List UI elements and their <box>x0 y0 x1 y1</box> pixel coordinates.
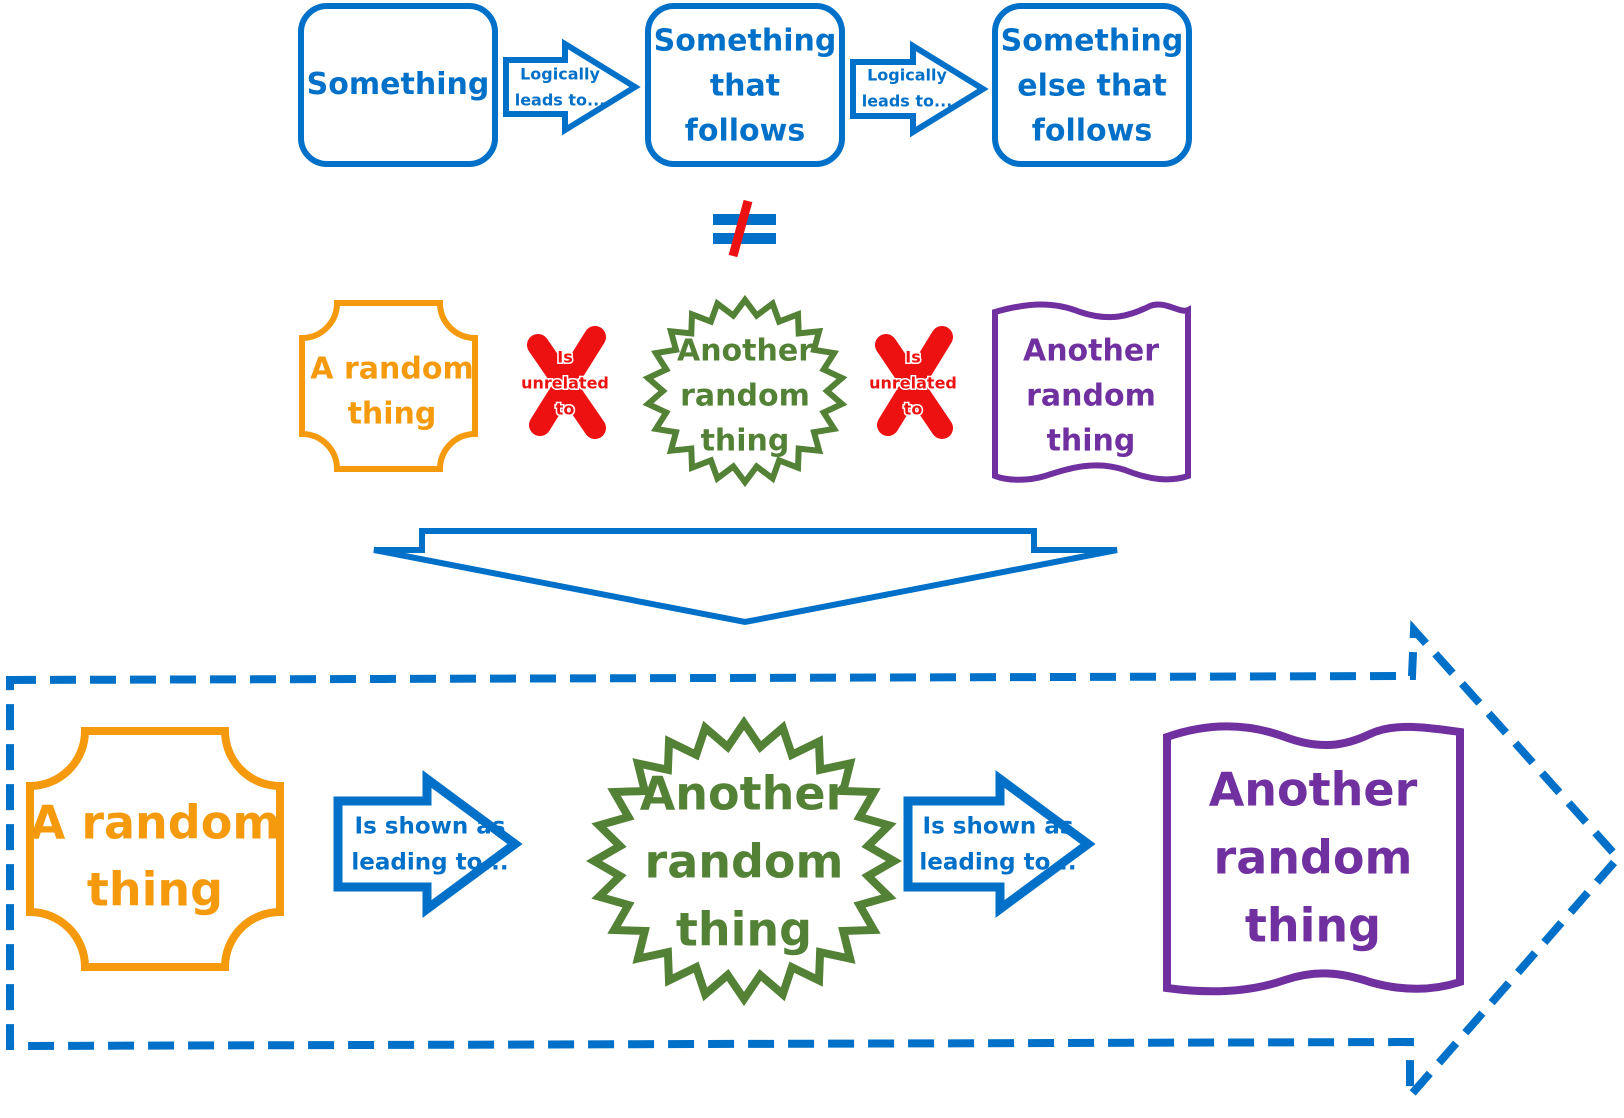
bottom-shape-2-line1: Another <box>640 767 849 821</box>
bottom-shape-green-starburst: Another random thing <box>585 715 903 1007</box>
cross-2-line3: to <box>904 400 923 419</box>
cross-2-line2: unrelated <box>869 374 957 393</box>
top-box-3-line2: else that <box>1017 69 1167 104</box>
top-box-something-else-that-follows: Something else that follows <box>992 3 1192 167</box>
bottom-shape-3-line3: thing <box>1245 899 1381 953</box>
top-box-something-that-follows: Something that follows <box>645 3 845 167</box>
dashed-arrow-container <box>5 620 1624 1107</box>
top-arrow-2-line2: leads to... <box>862 92 953 111</box>
middle-shape-2-line2: random <box>680 379 810 414</box>
middle-shape-purple-wave: Another random thing <box>992 301 1191 483</box>
middle-shape-3-line3: thing <box>1047 424 1136 459</box>
top-box-3-line3: follows <box>1032 114 1152 149</box>
cross-1-line2: unrelated <box>521 374 609 393</box>
bottom-arrow-shown-as-leading-2: Is shown as leading to... <box>903 770 1096 918</box>
top-box-2-line2: that <box>710 69 780 104</box>
bottom-shape-3-line2: random <box>1214 831 1413 885</box>
middle-shape-3-line2: random <box>1026 379 1156 414</box>
bottom-shape-1-line1: A random <box>30 796 281 850</box>
big-down-arrow-icon <box>373 528 1118 626</box>
unrelated-cross-2: Is unrelated to <box>868 326 958 439</box>
bottom-shape-2-line3: thing <box>676 903 812 957</box>
top-box-2-line1: Something <box>654 24 837 59</box>
x-cross-icon <box>527 326 606 439</box>
middle-shape-1-line2: thing <box>348 397 437 432</box>
top-box-3-line1: Something <box>1001 24 1184 59</box>
top-arrow-1-line1: Logically <box>520 65 600 84</box>
middle-shape-2-line3: thing <box>701 424 790 459</box>
bottom-shape-3-line1: Another <box>1209 763 1418 817</box>
cross-1-line3: to <box>556 400 575 419</box>
top-box-2-line3: follows <box>685 114 805 149</box>
top-arrow-logically-1: Logically leads to... <box>503 38 641 136</box>
bottom-arrow-shown-as-leading-1: Is shown as leading to... <box>333 770 523 918</box>
bottom-arrow-2-line1: Is shown as <box>923 814 1074 840</box>
top-box-something: Something <box>298 3 498 167</box>
not-equal-icon <box>713 199 776 258</box>
bottom-arrow-2-line2: leading to... <box>919 850 1076 876</box>
top-arrow-2-line1: Logically <box>867 66 947 85</box>
bottom-shape-orange-plaque: A random thing <box>26 727 284 971</box>
bottom-shape-2-line2: random <box>645 835 844 889</box>
middle-shape-2-line1: Another <box>677 334 813 369</box>
unrelated-cross-1: Is unrelated to <box>520 326 610 439</box>
top-arrow-1-line2: leads to... <box>515 91 606 110</box>
bottom-arrow-1-line2: leading to... <box>351 850 508 876</box>
cross-2-line1: Is <box>905 348 920 367</box>
top-arrow-logically-2: Logically leads to... <box>850 40 989 138</box>
middle-shape-green-starburst: Another random thing <box>642 294 848 488</box>
middle-shape-3-line1: Another <box>1023 334 1159 369</box>
middle-shape-1-line1: A random <box>310 352 473 387</box>
top-box-something-text: Something <box>307 67 490 102</box>
bottom-shape-purple-wave: Another random thing <box>1163 722 1464 996</box>
bottom-shape-1-line2: thing <box>87 863 223 917</box>
middle-shape-orange-plaque: A random thing <box>299 300 478 472</box>
x-cross-icon <box>875 326 953 439</box>
cross-1-line1: Is <box>557 348 572 367</box>
bottom-arrow-1-line1: Is shown as <box>355 814 506 840</box>
